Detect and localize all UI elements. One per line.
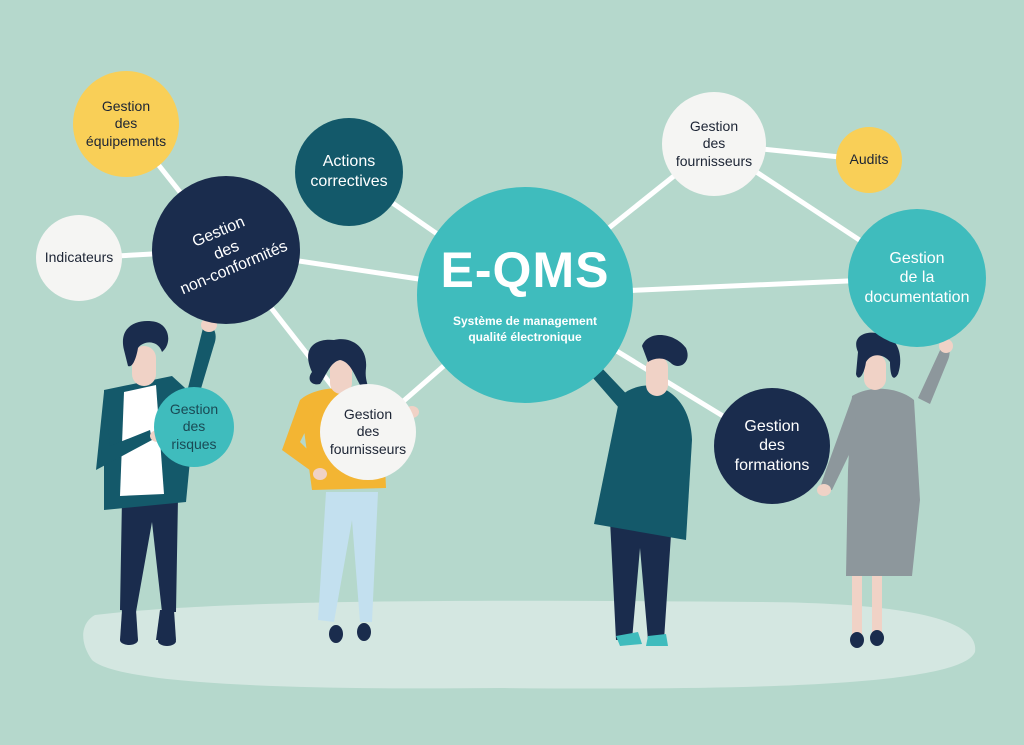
node-gestion-fournisseurs-top: Gestion des fournisseurs: [662, 92, 766, 196]
node-gestion-documentation: Gestion de la documentation: [848, 209, 986, 347]
eqms-subtitle: Système de management qualité électroniq…: [452, 313, 598, 344]
node-e-qms-center: E-QMS Système de management qualité élec…: [417, 187, 633, 403]
node-gestion-risques: Gestion des risques: [154, 387, 234, 467]
node-audits: Audits: [836, 127, 902, 193]
node-gestion-formations: Gestion des formations: [714, 388, 830, 504]
person-yellow-sweater: [282, 339, 419, 643]
node-gestion-fournisseurs-left: Gestion des fournisseurs: [320, 384, 416, 480]
ground-shadow: [83, 600, 976, 689]
node-gestion-equipements: Gestion des équipements: [73, 71, 179, 177]
node-actions-correctives: Actions correctives: [295, 118, 403, 226]
eqms-title: E-QMS: [440, 241, 610, 298]
person-left-man: [96, 318, 217, 646]
node-indicateurs: Indicateurs: [36, 215, 122, 301]
person-grey-dress: [817, 332, 953, 648]
node-gestion-non-conformites: Gestion des non-conformités: [152, 176, 300, 324]
person-teal-coat: [576, 334, 692, 646]
